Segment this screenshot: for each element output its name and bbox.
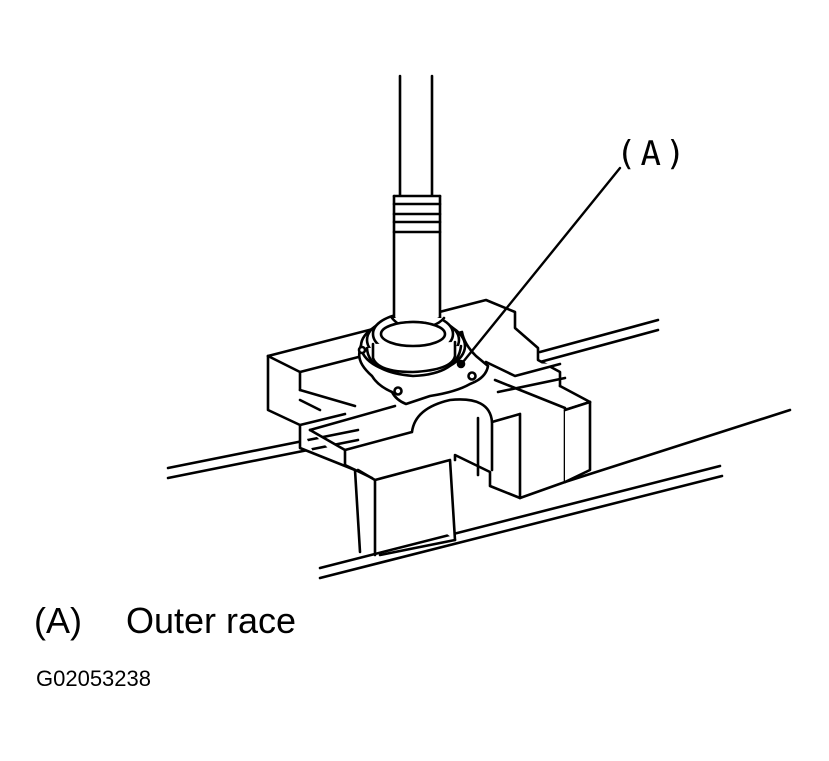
legend-key: (A)	[34, 600, 82, 641]
callout-label-a: (A)	[616, 134, 690, 174]
callout-leader-dot	[456, 359, 466, 369]
legend-entry: (A) Outer race	[34, 600, 296, 642]
press-table-rails	[166, 318, 792, 580]
callout-leader-line	[461, 166, 622, 364]
figure-id: G02053238	[36, 666, 151, 691]
legend-description: Outer race	[126, 600, 297, 641]
base-block	[266, 298, 592, 557]
press-rod	[379, 74, 447, 348]
